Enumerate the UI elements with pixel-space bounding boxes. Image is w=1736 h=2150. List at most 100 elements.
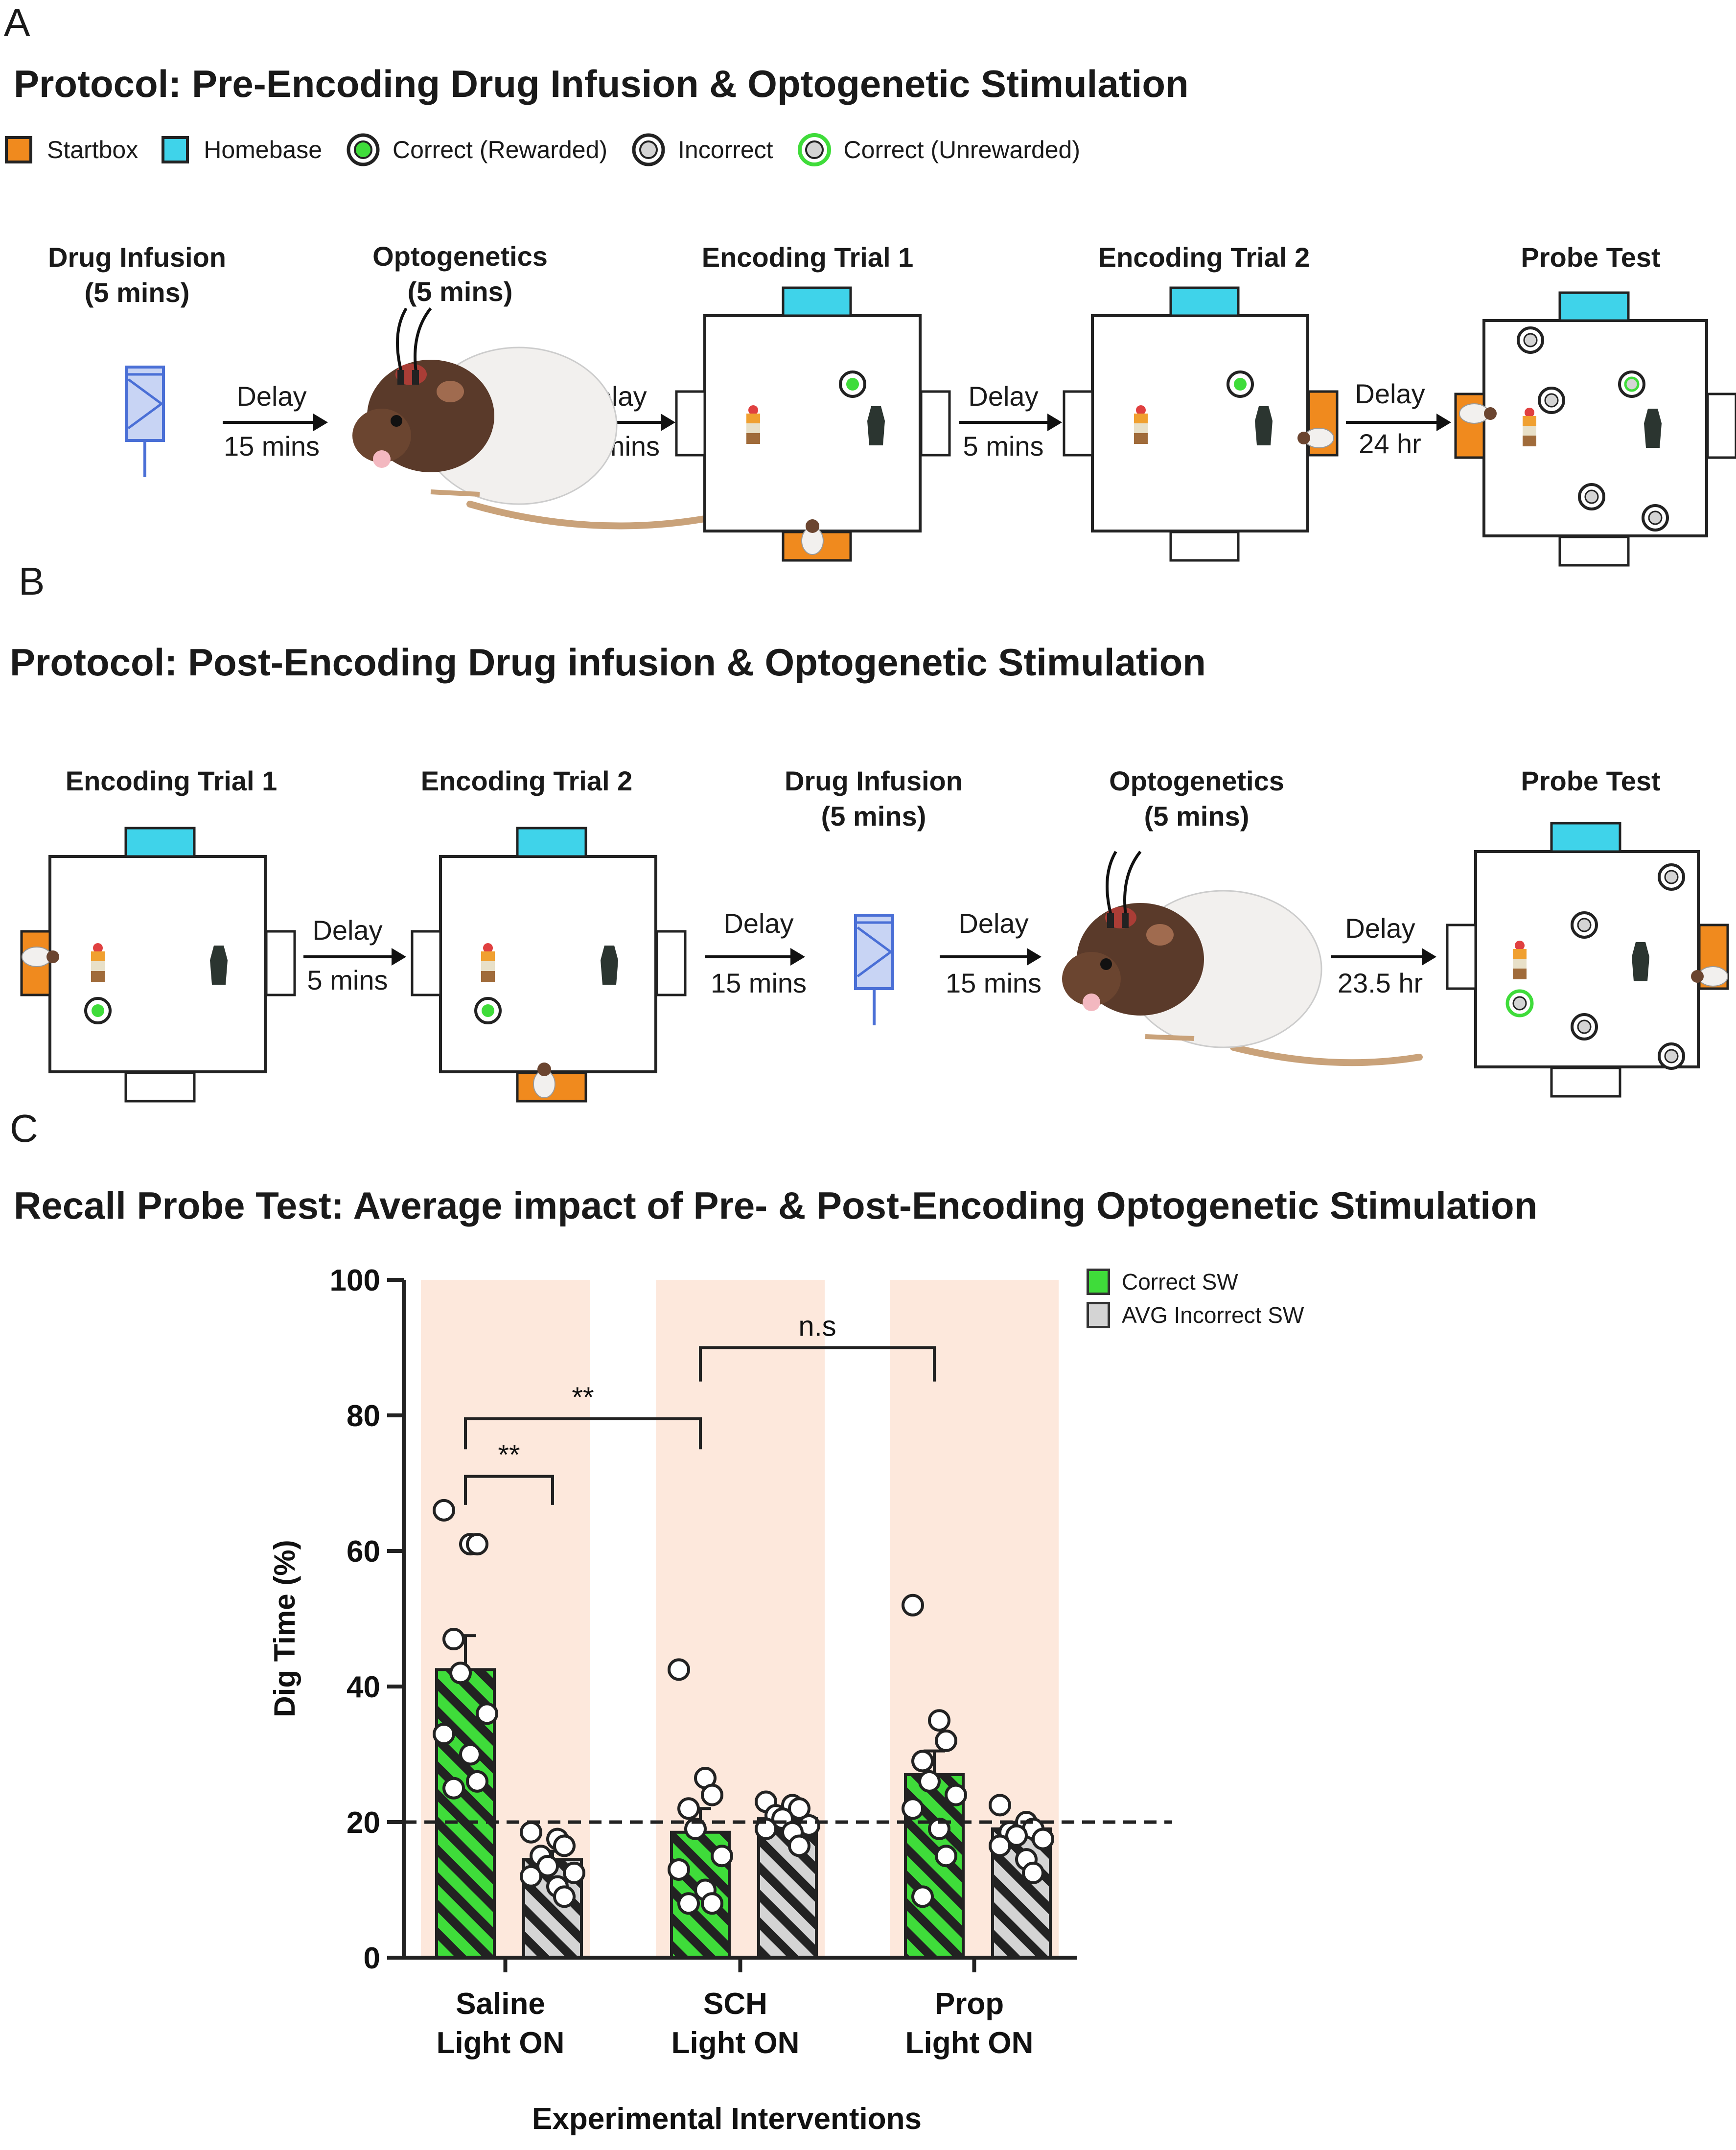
x-tick-label: SCH xyxy=(703,1987,767,2021)
cue-vase-icon xyxy=(867,406,885,445)
incorrect-swatch xyxy=(1087,1302,1110,1328)
data-point xyxy=(989,1794,1011,1817)
delay-b-1: Delay 5 mins xyxy=(289,913,406,997)
data-point xyxy=(433,1722,455,1745)
stage-line1: Optogenetics xyxy=(372,241,548,272)
significance-label: ** xyxy=(572,1382,594,1413)
delay-line1: Delay xyxy=(312,915,383,946)
legend-label: AVG Incorrect SW xyxy=(1122,1302,1304,1328)
homebase-box xyxy=(782,286,852,317)
significance-bracket xyxy=(699,1346,936,1382)
data-point xyxy=(902,1594,924,1617)
panel-a-letter: A xyxy=(4,0,30,44)
stage-line1: Encoding Trial 2 xyxy=(1098,242,1310,273)
stage-line2: (5 mins) xyxy=(407,276,513,307)
stage-line1: Encoding Trial 1 xyxy=(701,242,914,273)
delay-line2: 15 mins xyxy=(710,968,807,998)
delay-line1: Delay xyxy=(1355,378,1425,409)
data-point xyxy=(701,1892,723,1915)
delay-a-1: Delay 15 mins xyxy=(210,379,333,463)
legend: Startbox Homebase Correct (Rewarded) Inc… xyxy=(5,132,1080,167)
panel-a-diagram xyxy=(125,286,1736,567)
panel-c-title: Recall Probe Test: Average impact of Pre… xyxy=(14,1184,1538,1227)
delay-line1: Delay xyxy=(236,381,307,412)
stage-line1: Encoding Trial 1 xyxy=(65,765,278,796)
y-tick-label: 40 xyxy=(347,1670,380,1704)
stage-line2: (5 mins) xyxy=(821,801,926,832)
cue-cup-icon xyxy=(746,405,760,444)
stage-a-1: Drug Infusion(5 mins) xyxy=(39,240,235,310)
legend-startbox: Startbox xyxy=(5,132,138,167)
maze-encoding-1 xyxy=(675,286,951,562)
panel-c-letter: C xyxy=(10,1107,38,1150)
stage-line1: Encoding Trial 2 xyxy=(420,765,633,796)
data-point xyxy=(668,1858,690,1881)
startbox-swatch xyxy=(5,136,32,163)
stage-b-1: Encoding Trial 1 xyxy=(49,763,294,799)
x-axis-label: Experimental Interventions xyxy=(532,2102,922,2136)
stage-line1: Drug Infusion xyxy=(785,765,963,796)
data-point xyxy=(935,1729,957,1752)
legend-correct-unrewarded: Correct (Unrewarded) xyxy=(797,132,1080,167)
stage-a-2: Optogenetics (5 mins) xyxy=(362,239,558,309)
data-point xyxy=(433,1499,455,1522)
arrow-icon xyxy=(303,948,406,966)
syringe-icon xyxy=(125,366,165,477)
data-point xyxy=(1005,1824,1028,1847)
data-point xyxy=(520,1821,542,1844)
delay-line2: 5 mins xyxy=(307,965,388,995)
significance-label: ** xyxy=(498,1439,520,1471)
data-point xyxy=(459,1743,482,1766)
data-point xyxy=(711,1845,733,1868)
data-point xyxy=(449,1662,472,1685)
data-point xyxy=(928,1817,950,1840)
stage-b-4: Optogenetics(5 mins) xyxy=(1099,763,1295,834)
delay-line2: 24 hr xyxy=(1359,428,1421,459)
legend-incorrect: Incorrect xyxy=(631,132,773,167)
data-point xyxy=(911,1885,934,1908)
delay-a-4: Delay 24 hr xyxy=(1331,377,1449,461)
legend-homebase: Homebase xyxy=(162,132,322,167)
data-point xyxy=(466,1533,488,1556)
data-point xyxy=(928,1709,950,1732)
x-tick-label: Prop xyxy=(935,1987,1004,2021)
y-axis-label: Dig Time (%) xyxy=(268,1540,301,1717)
x-tick-label: Light ON xyxy=(437,2026,565,2060)
panel-b-diagram xyxy=(20,822,1729,1103)
stage-b-3: Drug Infusion (5 mins) xyxy=(776,763,972,834)
stage-a-4: Encoding Trial 2 xyxy=(1082,240,1326,275)
stage-a-3: Encoding Trial 1 xyxy=(685,240,930,275)
legend-label: Correct SW xyxy=(1122,1269,1238,1295)
delay-line2: 15 mins xyxy=(223,431,320,462)
maze-b-encoding-2 xyxy=(411,827,687,1103)
arrow-icon xyxy=(940,948,1042,966)
legend-label: Homebase xyxy=(204,136,323,163)
stage-a-5: Probe Test xyxy=(1493,240,1689,275)
chart-legend: Correct SW AVG Incorrect SW xyxy=(1087,1269,1304,1328)
correct-swatch xyxy=(1087,1269,1110,1295)
data-point xyxy=(466,1770,488,1793)
data-point xyxy=(788,1797,810,1820)
data-point xyxy=(668,1658,690,1681)
chart-legend-correct: Correct SW xyxy=(1087,1269,1304,1295)
x-tick-label: Saline xyxy=(456,1987,545,2021)
legend-label: Correct (Unrewarded) xyxy=(843,136,1081,163)
correct-unrewarded-icon xyxy=(797,133,831,166)
rat-optogenetics-icon xyxy=(1062,851,1423,1066)
x-tick-label: Light ON xyxy=(671,2026,800,2060)
data-point xyxy=(935,1845,957,1868)
syringe-icon xyxy=(854,914,894,1025)
arrow-icon xyxy=(959,414,1062,431)
arrow-icon xyxy=(223,414,328,431)
stage-line1: Probe Test xyxy=(1521,242,1661,273)
data-point xyxy=(918,1770,941,1793)
data-point xyxy=(442,1777,465,1800)
stage-line2: (5 mins) xyxy=(84,277,190,308)
data-point xyxy=(442,1628,465,1651)
delay-line2: 23.5 hr xyxy=(1337,968,1423,998)
